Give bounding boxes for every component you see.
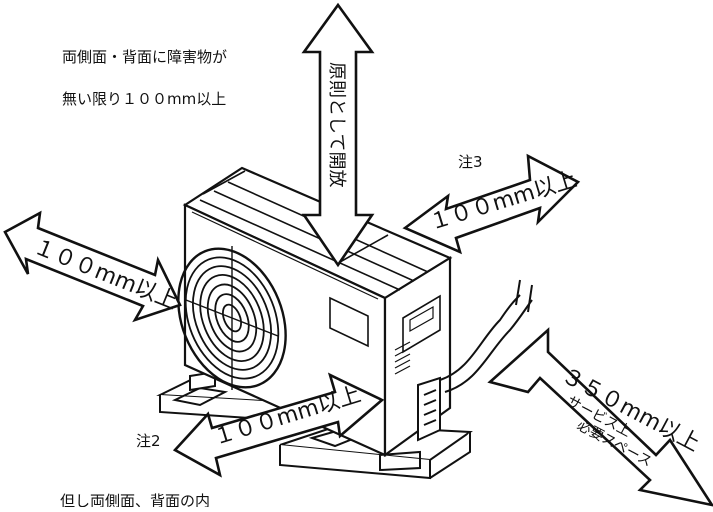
service-clearance-arrow (487, 327, 713, 507)
arrows (3, 2, 713, 507)
back-right-clearance-arrow (402, 153, 581, 255)
front-note: 注2 (136, 432, 161, 450)
top-note-line2: 無い限り１００mm以上 (62, 90, 226, 108)
top-clearance-arrow (301, 2, 375, 268)
front-clearance-arrow (172, 372, 385, 478)
top-note-line1: 両側面・背面に障害物が (62, 48, 227, 66)
refrigerant-pipes (417, 279, 533, 442)
left-clearance-arrow (3, 210, 182, 323)
fan-grille (177, 246, 287, 390)
back-right-note: 注3 (458, 153, 483, 171)
top-arrow-label: 原則として開放 (326, 62, 347, 187)
bottom-caption: 但し両側面、背面の内 (60, 492, 210, 507)
